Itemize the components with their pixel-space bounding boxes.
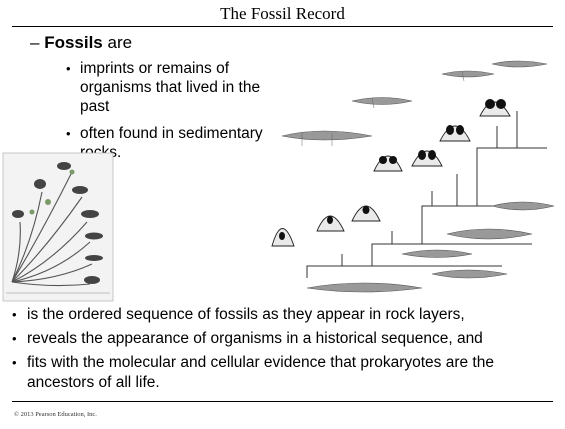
bullet-icon: •	[12, 353, 17, 373]
bullet-icon: •	[66, 59, 71, 78]
evolution-tree-figure	[262, 56, 562, 301]
footer-divider	[12, 401, 553, 402]
dash-marker: –	[30, 33, 44, 52]
fossils-heading: – Fossils are	[30, 33, 132, 53]
slide-title: The Fossil Record	[0, 4, 565, 24]
title-divider	[12, 26, 553, 27]
main-bullet-text: reveals the appearance of organisms in a…	[27, 330, 483, 347]
copyright-footer: © 2013 Pearson Education, Inc.	[14, 411, 97, 418]
main-bullet: • is the ordered sequence of fossils as …	[12, 305, 557, 325]
main-bullet-text: fits with the molecular and cellular evi…	[27, 354, 494, 391]
bullet-icon: •	[12, 305, 17, 325]
main-bullet: • reveals the appearance of organisms in…	[12, 329, 557, 349]
fossil-record-bullets: • is the ordered sequence of fossils as …	[12, 305, 557, 397]
fossils-term: Fossils	[44, 33, 103, 52]
sub-bullet-text: imprints or remains of organisms that li…	[80, 60, 260, 115]
organism-radiation-figure	[2, 152, 114, 302]
bullet-icon: •	[12, 329, 17, 349]
main-bullet: • fits with the molecular and cellular e…	[12, 353, 557, 393]
bullet-icon: •	[66, 124, 71, 143]
sub-bullet: • imprints or remains of organisms that …	[66, 59, 271, 116]
fossils-are: are	[103, 33, 132, 52]
main-bullet-text: is the ordered sequence of fossils as th…	[27, 306, 465, 323]
